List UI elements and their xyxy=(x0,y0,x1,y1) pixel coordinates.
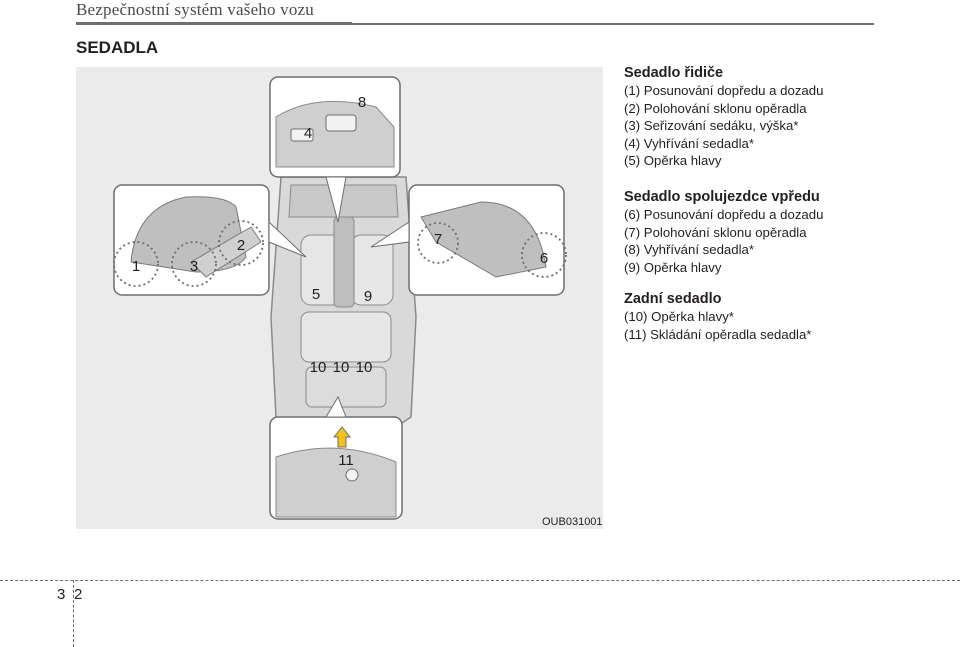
list-item: (2) Polohování sklonu opěradla xyxy=(624,100,807,116)
callout-7: 7 xyxy=(434,231,442,248)
list-item: (7) Polohování sklonu opěradla xyxy=(624,224,807,240)
driver-seat-legend: Sedadlo řidiče (1) Posunování dopředu a … xyxy=(624,64,924,170)
callout-10c: 10 xyxy=(356,359,373,376)
passenger-heading: Sedadlo spolujezdce vpředu xyxy=(624,189,820,205)
callout-ring-1 xyxy=(113,241,159,287)
list-item: (1) Posunování dopředu a dozadu xyxy=(624,83,824,98)
list-item: (6) Posunování dopředu a dozadu xyxy=(624,207,824,222)
driver-heading: Sedadlo řidiče xyxy=(624,65,724,81)
page-index: 2 xyxy=(74,586,83,603)
chapter-title: Bezpečnostní systém vašeho vozu xyxy=(76,0,315,19)
callout-8: 8 xyxy=(358,94,366,111)
callout-5: 5 xyxy=(312,286,320,303)
callout-10a: 10 xyxy=(310,359,327,376)
callout-ring-7 xyxy=(417,222,459,264)
callout-9: 9 xyxy=(364,288,372,305)
callout-11: 11 xyxy=(338,452,354,469)
header-rule-thin xyxy=(352,23,874,25)
list-item: (5) Opěrka hlavy xyxy=(624,153,722,169)
seat-illustration: 1 2 3 4 5 6 7 8 9 10 10 10 11 xyxy=(76,67,603,529)
console-inset xyxy=(269,76,401,223)
driver-seat-inset xyxy=(113,184,307,296)
list-item: (8) Vyhřívání sedadla* xyxy=(624,242,754,258)
callout-2: 2 xyxy=(237,237,245,254)
list-item: (4) Vyhřívání sedadla* xyxy=(624,135,754,151)
footer-divider xyxy=(0,580,960,581)
passenger-seat-legend: Sedadlo spolujezdce vpředu (6) Posunován… xyxy=(624,188,924,276)
callout-10b: 10 xyxy=(333,359,350,376)
footer-divider-vertical xyxy=(73,580,74,647)
callout-ring-2 xyxy=(218,220,264,266)
figure-code: OUB031001 xyxy=(542,516,603,528)
callout-ring-3 xyxy=(171,241,217,287)
list-item: (3) Seřizování sedáku, výška* xyxy=(624,118,799,134)
rear-heading: Zadní sedadlo xyxy=(624,291,722,307)
callout-ring-6 xyxy=(521,232,567,278)
list-item: (11) Skládání opěradla sedadla* xyxy=(624,326,812,342)
callout-3: 3 xyxy=(190,258,198,275)
car-interior-top-view xyxy=(270,176,417,428)
list-item: (9) Opěrka hlavy xyxy=(624,259,722,275)
callout-1: 1 xyxy=(132,258,140,275)
callout-4: 4 xyxy=(304,125,312,142)
callout-6: 6 xyxy=(540,250,548,267)
header-rule xyxy=(76,22,352,25)
rear-seat-legend: Zadní sedadlo (10) Opěrka hlavy* (11) Sk… xyxy=(624,290,924,343)
section-title: SEDADLA xyxy=(76,38,159,57)
seat-illustration-graphic: 1 2 3 4 5 6 7 8 9 10 10 10 11 xyxy=(113,76,567,520)
rear-seat-inset xyxy=(269,395,403,520)
page-chapter: 3 xyxy=(57,586,66,603)
list-item: (10) Opěrka hlavy* xyxy=(624,309,734,324)
